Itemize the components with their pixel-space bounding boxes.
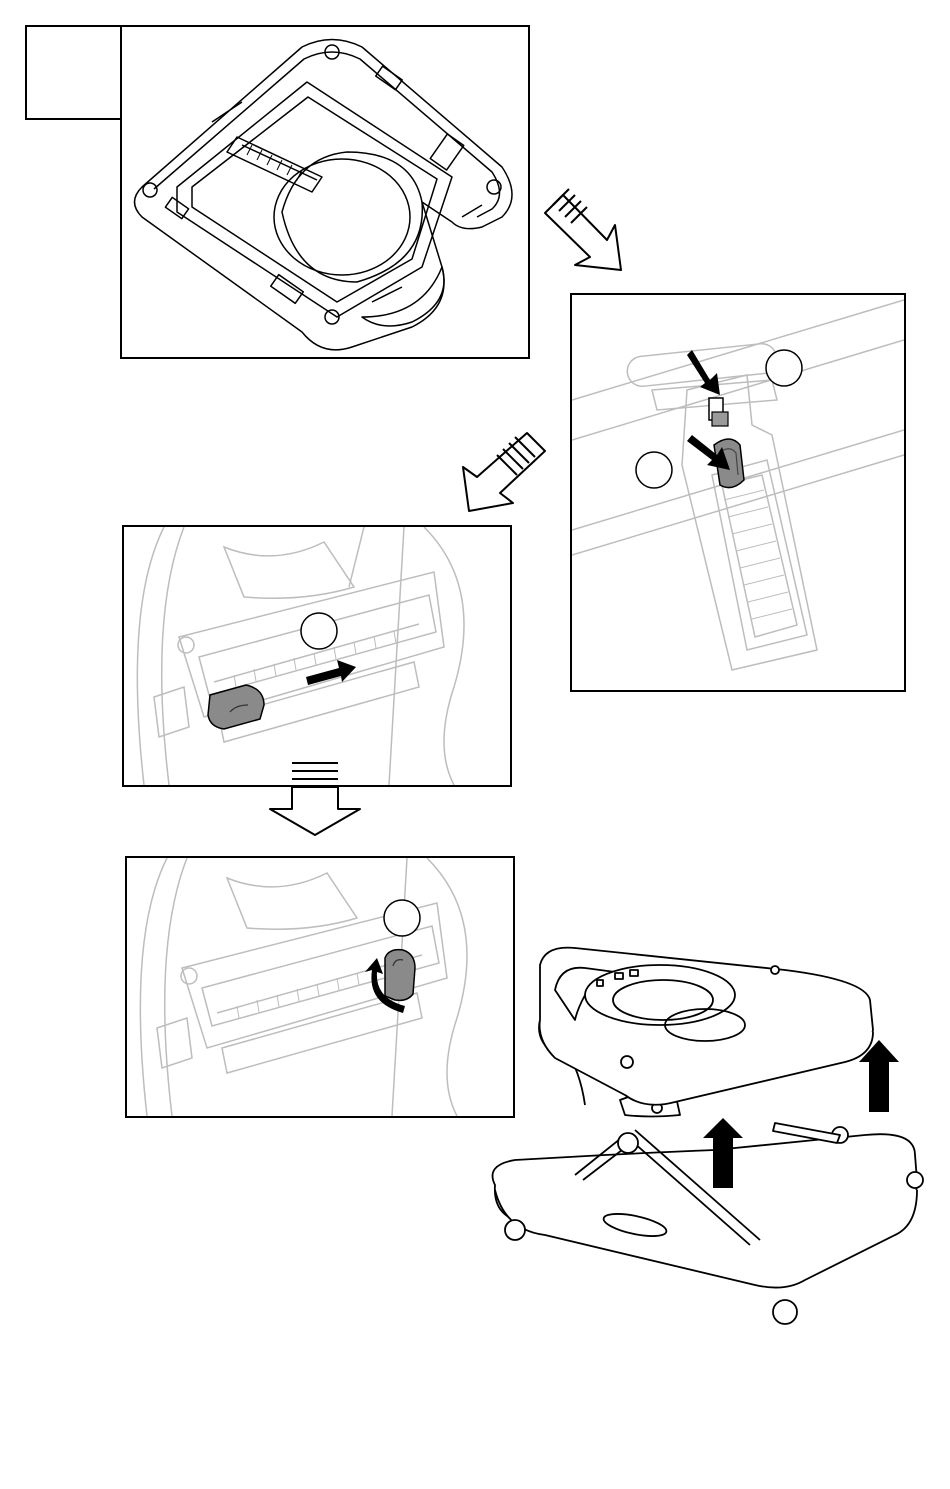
callout-circle-2 bbox=[636, 452, 672, 488]
callout-circle bbox=[301, 613, 337, 649]
flow-arrow-down-left bbox=[455, 425, 555, 520]
slider-flip-illustration bbox=[127, 858, 513, 1116]
underside-view-panel bbox=[120, 25, 530, 359]
lock-release-detail-panel bbox=[570, 293, 906, 692]
slider-push-illustration bbox=[124, 527, 510, 785]
step-number-box bbox=[25, 25, 122, 120]
walker-raise-view bbox=[485, 940, 925, 1340]
flow-arrow-down-right bbox=[535, 185, 635, 285]
callout-circle bbox=[384, 900, 420, 936]
walker-illustration bbox=[485, 940, 925, 1340]
slider-knob-flipped bbox=[385, 950, 415, 1001]
slider-push-detail-panel bbox=[122, 525, 512, 787]
slider-flip-detail-panel bbox=[125, 856, 515, 1118]
callout-circle-1 bbox=[766, 350, 802, 386]
underside-illustration bbox=[122, 27, 528, 357]
flow-arrow-down bbox=[265, 755, 365, 840]
lock-release-illustration bbox=[572, 295, 904, 690]
